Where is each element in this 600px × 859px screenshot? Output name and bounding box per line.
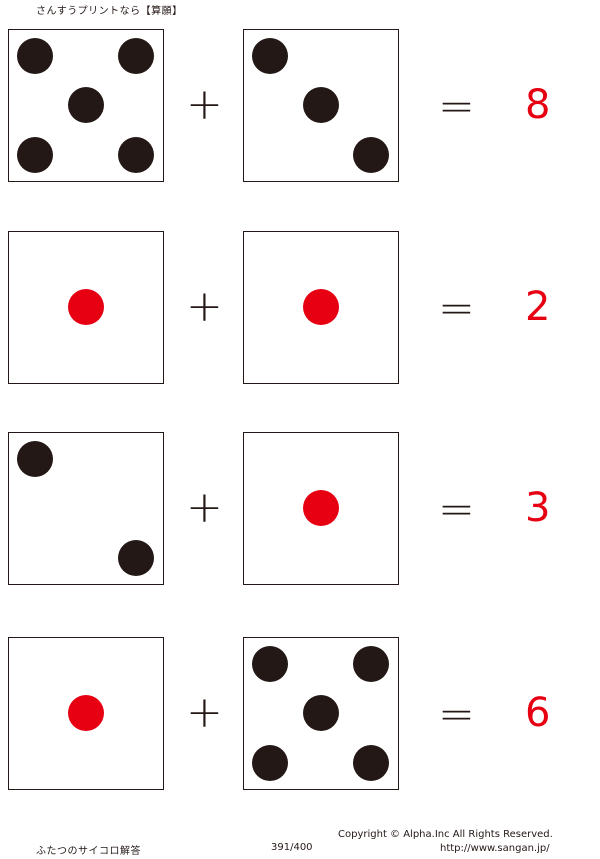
answer: 3 bbox=[525, 485, 551, 531]
left-die bbox=[8, 637, 164, 790]
copyright: Copyright © Alpha.Inc All Rights Reserve… bbox=[338, 829, 553, 840]
plus-sign: + bbox=[186, 482, 223, 533]
dice-pip bbox=[17, 136, 53, 173]
dice-pip bbox=[302, 695, 339, 731]
dice-pip bbox=[117, 136, 154, 173]
plus-sign: + bbox=[186, 281, 223, 332]
problem-row: + = 8 bbox=[0, 29, 600, 185]
answer: 8 bbox=[525, 82, 551, 128]
left-die bbox=[8, 29, 164, 182]
worksheet-title: ふたつのサイコロ解答 bbox=[36, 846, 141, 857]
right-die bbox=[243, 29, 399, 182]
dice-pip bbox=[352, 744, 389, 781]
equals-sign: = bbox=[438, 81, 475, 132]
equals-sign: = bbox=[438, 484, 475, 535]
dice-pip bbox=[302, 87, 339, 123]
page-number: 391/400 bbox=[271, 842, 313, 853]
problem-row: + = 3 bbox=[0, 432, 600, 588]
dice-pip bbox=[252, 37, 288, 74]
dice-pip bbox=[17, 440, 53, 477]
left-die bbox=[8, 231, 164, 384]
problem-row: + = 6 bbox=[0, 637, 600, 793]
site-url: http://www.sangan.jp/ bbox=[440, 843, 550, 854]
dice-pip bbox=[352, 645, 389, 682]
dice-pip bbox=[67, 289, 104, 325]
dice-pip bbox=[302, 490, 339, 526]
plus-sign: + bbox=[186, 79, 223, 130]
equals-sign: = bbox=[438, 283, 475, 334]
right-die bbox=[243, 231, 399, 384]
plus-sign: + bbox=[186, 687, 223, 738]
dice-pip bbox=[17, 37, 53, 74]
right-die bbox=[243, 637, 399, 790]
right-die bbox=[243, 432, 399, 585]
header-title: さんすうプリントなら【算願】 bbox=[36, 6, 183, 17]
dice-pip bbox=[117, 539, 154, 576]
equals-sign: = bbox=[438, 689, 475, 740]
dice-pip bbox=[117, 37, 154, 74]
dice-pip bbox=[252, 744, 288, 781]
answer: 2 bbox=[525, 284, 551, 330]
dice-pip bbox=[252, 645, 288, 682]
answer: 6 bbox=[525, 690, 551, 736]
dice-pip bbox=[302, 289, 339, 325]
dice-pip bbox=[352, 136, 389, 173]
dice-pip bbox=[67, 87, 104, 123]
dice-pip bbox=[67, 695, 104, 731]
left-die bbox=[8, 432, 164, 585]
problem-row: + = 2 bbox=[0, 231, 600, 387]
